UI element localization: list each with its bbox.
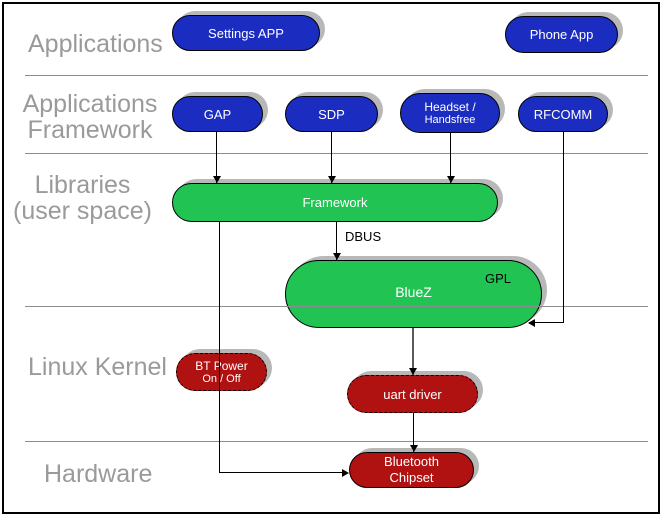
layer-label-libraries: Libraries (user space) <box>5 172 160 224</box>
divider-app-framework <box>25 153 648 154</box>
node-label: Settings APP <box>208 25 284 41</box>
node-label: Headset / <box>424 99 476 114</box>
arrowhead-rfcomm-bluez <box>528 319 535 327</box>
node-label: On / Off <box>202 372 241 385</box>
arrowhead-gap-framework <box>213 176 221 183</box>
arrowhead-to-chipset-left <box>342 469 349 477</box>
node-bt-power: BT Power On / Off <box>176 353 267 391</box>
layer-label-text: Libraries <box>34 171 131 199</box>
node-rfcomm: RFCOMM <box>518 96 608 132</box>
node-label: GAP <box>203 106 232 122</box>
layer-label-hardware: Hardware <box>44 461 152 487</box>
edge-framework-down <box>219 222 220 472</box>
node-uart-driver: uart driver <box>347 375 478 413</box>
edge-dbus <box>336 222 337 260</box>
node-headset-handsfree: Headset / Handsfree <box>400 93 500 133</box>
node-label: Bluetooth <box>384 454 439 469</box>
node-label: uart driver <box>383 386 442 402</box>
edge-bluez-uart <box>412 328 414 375</box>
node-label: RFCOMM <box>533 106 593 122</box>
node-gap: GAP <box>172 96 263 132</box>
layer-label-app-framework: Applications Framework <box>20 91 160 143</box>
node-label: BT Power <box>195 358 248 373</box>
arrowhead-dbus <box>333 253 341 260</box>
layer-label-text: Applications <box>22 90 158 118</box>
node-settings-app: Settings APP <box>172 15 320 51</box>
layer-label-kernel: Linux Kernel <box>28 354 167 380</box>
node-framework: Framework <box>172 183 498 222</box>
node-phone-app: Phone App <box>505 16 618 53</box>
edge-uart-chipset <box>413 413 414 452</box>
gpl-tag: GPL <box>484 271 511 286</box>
layer-label-text: Linux Kernel <box>28 353 167 381</box>
edge-sdp-framework <box>331 132 332 183</box>
edge-gap-framework <box>216 132 217 183</box>
layer-label-text: Hardware <box>44 460 153 488</box>
divider-kernel <box>25 441 648 442</box>
edge-to-chipset-horizontal <box>219 472 343 473</box>
node-sdp: SDP <box>285 96 378 132</box>
edge-rfcomm-vertical <box>563 131 564 322</box>
layer-label-text: Applications <box>28 30 163 58</box>
node-label: Framework <box>302 195 368 210</box>
node-label: Chipset <box>389 470 434 485</box>
edge-rfcomm-horizontal <box>529 322 564 323</box>
node-bluez: GPL BlueZ <box>285 260 542 328</box>
layer-label-text: (user space) <box>13 197 152 225</box>
divider-applications <box>25 75 648 76</box>
arrowhead-sdp-framework <box>328 176 336 183</box>
arrowhead-uart-chipset <box>410 445 418 452</box>
arrowhead-headset-framework <box>447 176 455 183</box>
node-label: Handsfree <box>424 113 476 126</box>
node-label: SDP <box>318 106 345 122</box>
node-label: Phone App <box>529 27 594 42</box>
diagram-border <box>2 2 660 514</box>
edge-headset-framework <box>450 133 451 183</box>
layer-label-applications: Applications <box>28 31 163 57</box>
layer-label-text: Framework <box>27 116 153 144</box>
divider-libraries <box>25 306 648 307</box>
arrowhead-bluez-uart <box>409 368 417 375</box>
node-bluetooth-chipset: Bluetooth Chipset <box>349 452 474 488</box>
edge-label-dbus: DBUS <box>345 229 382 244</box>
node-label: BlueZ <box>395 283 432 300</box>
